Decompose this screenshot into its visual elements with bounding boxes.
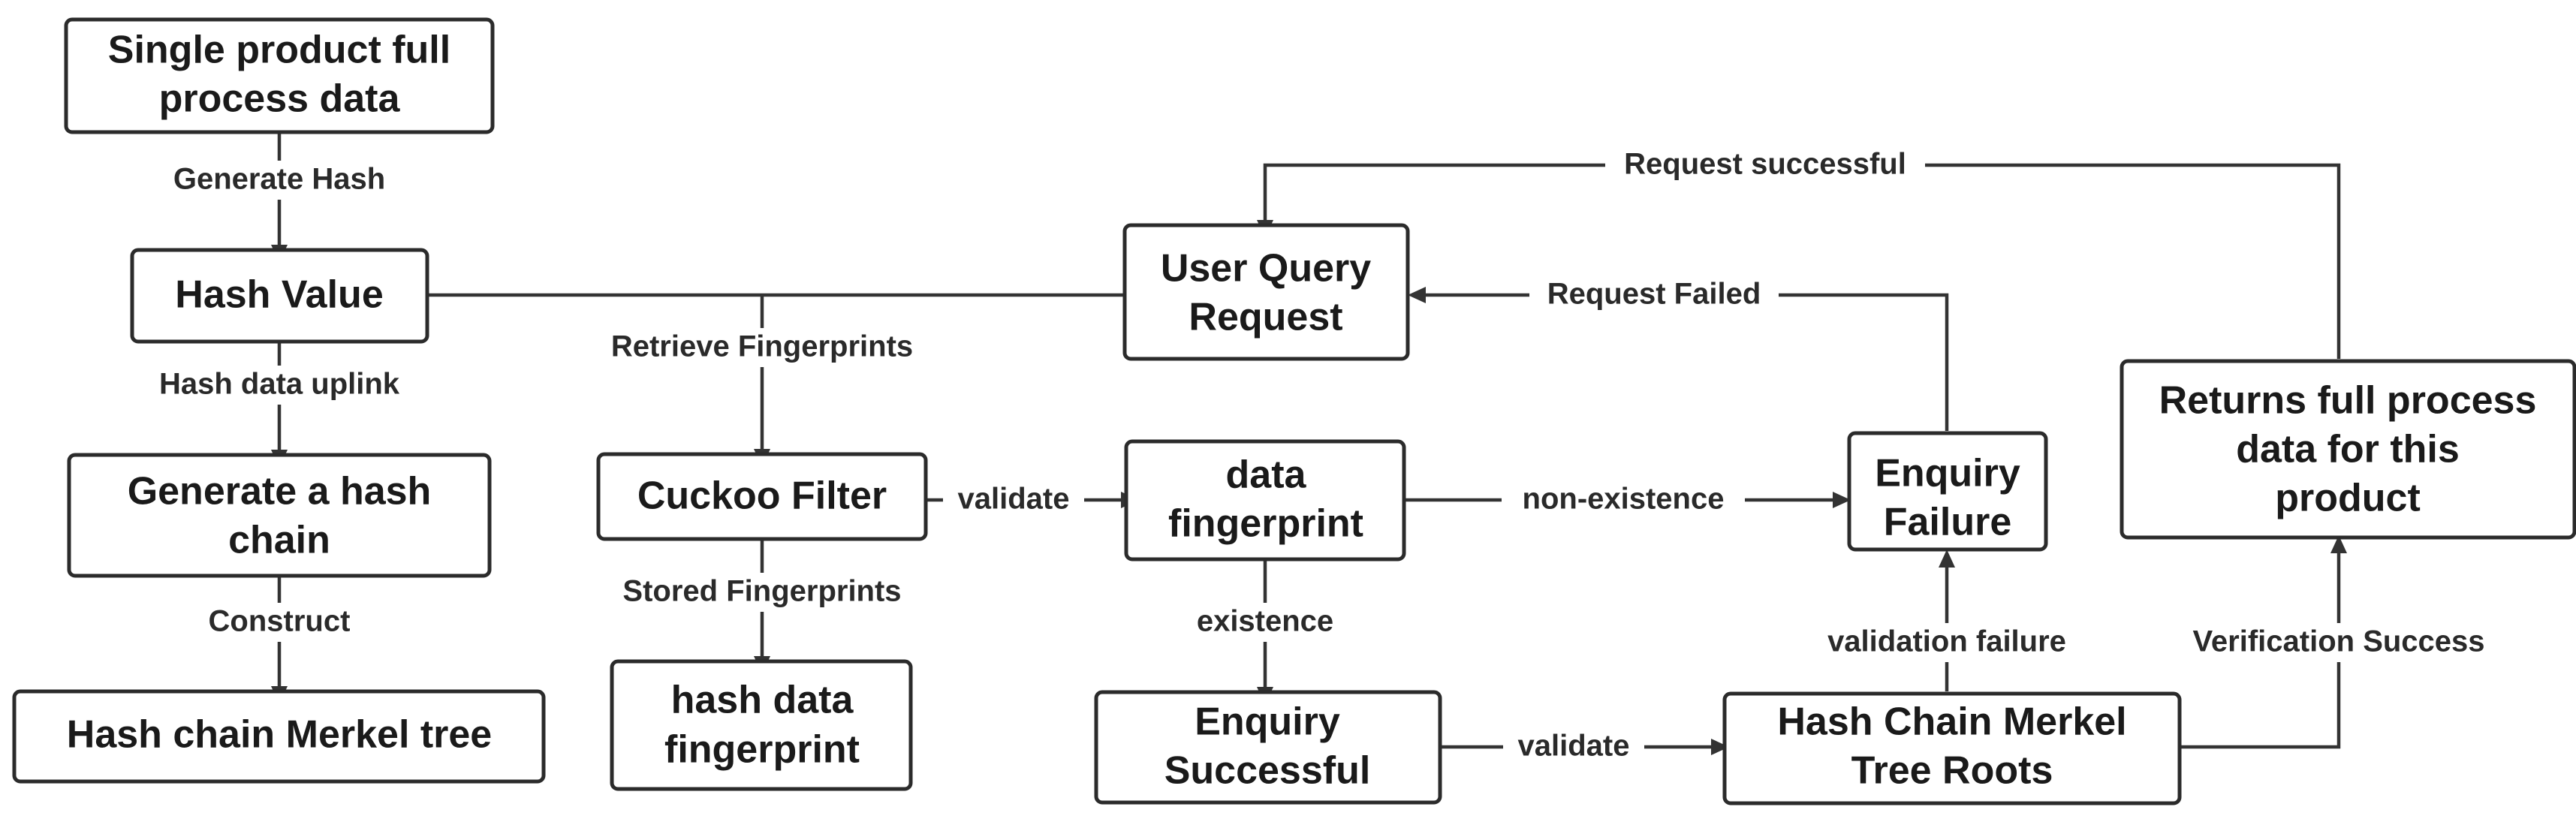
label-construct-text: Construct xyxy=(209,605,351,638)
label-validate-2-text: validate xyxy=(1518,730,1630,763)
label-validate-1: validate xyxy=(943,480,1084,519)
node-returns-full: Returns full process data for this produ… xyxy=(2120,359,2576,540)
label-verification-success-text: Verification Success xyxy=(2192,625,2484,658)
node-cuckoo-filter-line-1: Cuckoo Filter xyxy=(637,474,887,518)
arrowhead-up-returns-full xyxy=(2330,535,2347,553)
node-generate-chain: Generate a hash chain xyxy=(67,453,492,578)
label-generate-hash: Generate Hash xyxy=(146,161,412,200)
node-hash-fingerprint-line-1: hash data xyxy=(671,679,854,722)
node-user-query-line-1: User Query xyxy=(1161,247,1371,291)
label-hash-uplink: Hash data uplink xyxy=(135,366,423,405)
label-generate-hash-text: Generate Hash xyxy=(173,163,385,196)
arrowhead-up-enquiry-failure xyxy=(1939,550,1955,568)
label-verification-success: Verification Success xyxy=(2174,623,2504,662)
arrowhead-right-enquiry-failure xyxy=(1833,492,1851,508)
label-retrieve-fingerprints: Retrieve Fingerprints xyxy=(584,328,940,367)
arrowhead-left-user-query xyxy=(1408,287,1426,303)
node-enquiry-failure-line-1: Enquiry xyxy=(1875,452,2020,495)
label-retrieve-fingerprints-text: Retrieve Fingerprints xyxy=(611,330,913,363)
label-stored-fingerprints-text: Stored Fingerprints xyxy=(622,575,901,608)
node-hash-fingerprint: hash data fingerprint xyxy=(610,659,913,791)
node-hash-value-line-1: Hash Value xyxy=(175,273,383,317)
edge-request-successful-line xyxy=(1263,163,2341,359)
node-returns-full-line-2: data for this xyxy=(2236,428,2460,471)
label-validation-failure-text: validation failure xyxy=(1827,625,2066,658)
label-request-successful: Request successful xyxy=(1605,146,1925,185)
label-stored-fingerprints: Stored Fingerprints xyxy=(595,573,929,612)
label-existence: existence xyxy=(1187,603,1343,642)
edge-request-failed-line xyxy=(1423,293,1949,431)
label-request-successful-text: Request successful xyxy=(1624,148,1906,181)
label-non-existence-text: non-existence xyxy=(1523,483,1725,516)
node-returns-full-line-1: Returns full process xyxy=(2159,379,2537,423)
node-merkel-tree: Hash chain Merkel tree xyxy=(12,689,546,784)
node-hash-value: Hash Value xyxy=(130,248,429,344)
node-single-product-line-1: Single product full xyxy=(108,29,450,72)
node-generate-chain-line-2: chain xyxy=(228,519,330,562)
node-single-product: Single product full process data xyxy=(64,17,495,134)
label-request-failed: Request Failed xyxy=(1529,276,1779,315)
node-enquiry-successful: Enquiry Successful xyxy=(1094,690,1442,805)
arrowhead-right-merkel-roots xyxy=(1711,739,1729,755)
node-returns-full-line-3: product xyxy=(2275,477,2421,520)
node-data-fingerprint-line-1: data xyxy=(1226,453,1307,497)
edge-verification-success-line xyxy=(2180,550,2341,749)
node-user-query-line-2: Request xyxy=(1189,296,1342,339)
node-merkel-roots-line-2: Tree Roots xyxy=(1851,749,2053,793)
label-existence-text: existence xyxy=(1197,605,1333,638)
label-non-existence: non-existence xyxy=(1502,480,1745,519)
node-merkel-roots-line-1: Hash Chain Merkel xyxy=(1777,700,2126,744)
node-enquiry-failure-line-2: Failure xyxy=(1884,501,2012,544)
label-validation-failure: validation failure xyxy=(1809,623,2085,662)
label-validate-2: validate xyxy=(1503,727,1644,766)
label-construct: Construct xyxy=(192,603,366,642)
node-data-fingerprint-line-2: fingerprint xyxy=(1168,502,1363,546)
label-validate-1-text: validate xyxy=(958,483,1070,516)
node-cuckoo-filter: Cuckoo Filter xyxy=(596,452,928,541)
node-enquiry-successful-line-1: Enquiry xyxy=(1195,700,1340,744)
node-single-product-line-2: process data xyxy=(159,77,401,121)
node-user-query: User Query Request xyxy=(1122,223,1410,361)
node-generate-chain-line-1: Generate a hash xyxy=(128,470,432,513)
node-enquiry-failure: Enquiry Failure xyxy=(1847,431,2048,552)
node-hash-fingerprint-line-2: fingerprint xyxy=(664,728,860,772)
label-hash-uplink-text: Hash data uplink xyxy=(159,368,400,401)
node-merkel-tree-line-1: Hash chain Merkel tree xyxy=(67,713,492,757)
node-enquiry-successful-line-2: Successful xyxy=(1164,749,1371,793)
edge-labels: Generate Hash Hash data uplink Construct… xyxy=(135,146,2504,766)
nodes: Single product full process data Hash Va… xyxy=(12,17,2576,805)
label-request-failed-text: Request Failed xyxy=(1547,278,1761,311)
node-data-fingerprint: data fingerprint xyxy=(1124,439,1406,562)
node-merkel-roots: Hash Chain Merkel Tree Roots xyxy=(1722,691,2182,805)
